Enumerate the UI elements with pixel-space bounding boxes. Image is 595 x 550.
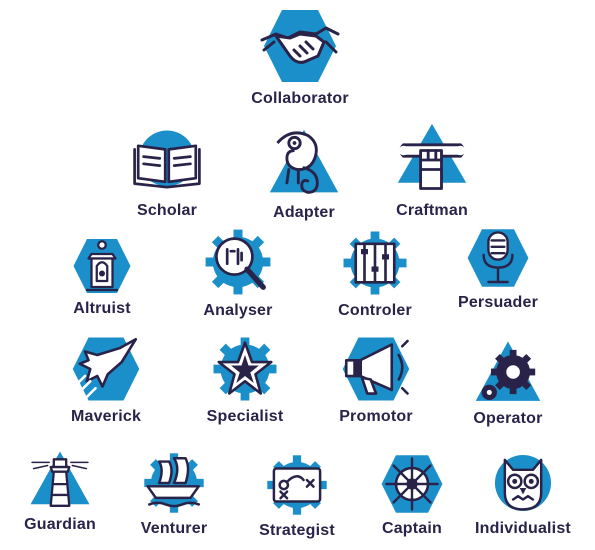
archetype-individualist[interactable]: Individualist [458,450,588,538]
lantern-icon [73,239,131,293]
archetype-strategist[interactable]: Strategist [242,452,352,540]
archetype-scholar[interactable]: Scholar [110,126,224,220]
lighthouse-icon [30,451,90,507]
archetype-label: Venturer [140,520,208,537]
archetype-guardian[interactable]: Guardian [8,450,112,534]
archetype-label: Controler [338,302,412,319]
magnifier-icon [205,229,271,295]
archetype-specialist[interactable]: Specialist [186,334,304,426]
sliders-icon [343,231,407,295]
archetype-label: Promotor [339,408,413,425]
owl-icon [494,454,552,512]
jet-icon [72,337,140,401]
archetype-label: Collaborator [251,90,349,107]
archetype-label: Strategist [259,522,335,539]
archetype-label: Adapter [273,204,335,221]
archetype-captain[interactable]: Captain [364,452,460,538]
tactics-board-icon [267,455,327,515]
archetype-label: Craftman [396,202,468,219]
chameleon-icon [269,129,339,194]
archetype-persuader[interactable]: Persuader [448,226,548,312]
archetype-label: Operator [473,410,543,427]
archetype-altruist[interactable]: Altruist [56,236,148,318]
archetype-label: Captain [381,520,443,537]
archetype-label: Guardian [24,516,96,533]
archetype-label: Maverick [70,408,142,425]
archetype-operator[interactable]: Operator [458,338,558,428]
wrench-fist-icon [397,123,467,190]
archetype-label: Analyser [203,302,273,319]
cogs-icon [475,341,541,401]
archetype-adapter[interactable]: Adapter [248,124,360,222]
ship-icon [144,453,204,513]
book-icon [133,130,201,189]
archetype-label: Individualist [475,520,571,537]
archetype-label: Specialist [206,408,284,425]
handshake-icon [260,10,340,82]
star-icon [213,337,277,401]
archetype-craftman[interactable]: Craftman [378,122,486,220]
archetype-maverick[interactable]: Maverick [56,334,156,426]
archetype-analyser[interactable]: Analyser [184,226,292,320]
ship-wheel-icon [381,455,443,513]
archetype-controler[interactable]: Controler [322,228,428,320]
archetype-collaborator[interactable]: Collaborator [234,6,366,108]
archetype-label: Scholar [136,202,198,219]
archetype-venturer[interactable]: Venturer [124,450,224,538]
archetype-label: Altruist [73,300,131,317]
archetype-promotor[interactable]: Promotor [320,334,432,426]
archetype-label: Persuader [457,294,539,311]
megaphone-icon [342,337,410,401]
microphone-icon [467,229,529,287]
